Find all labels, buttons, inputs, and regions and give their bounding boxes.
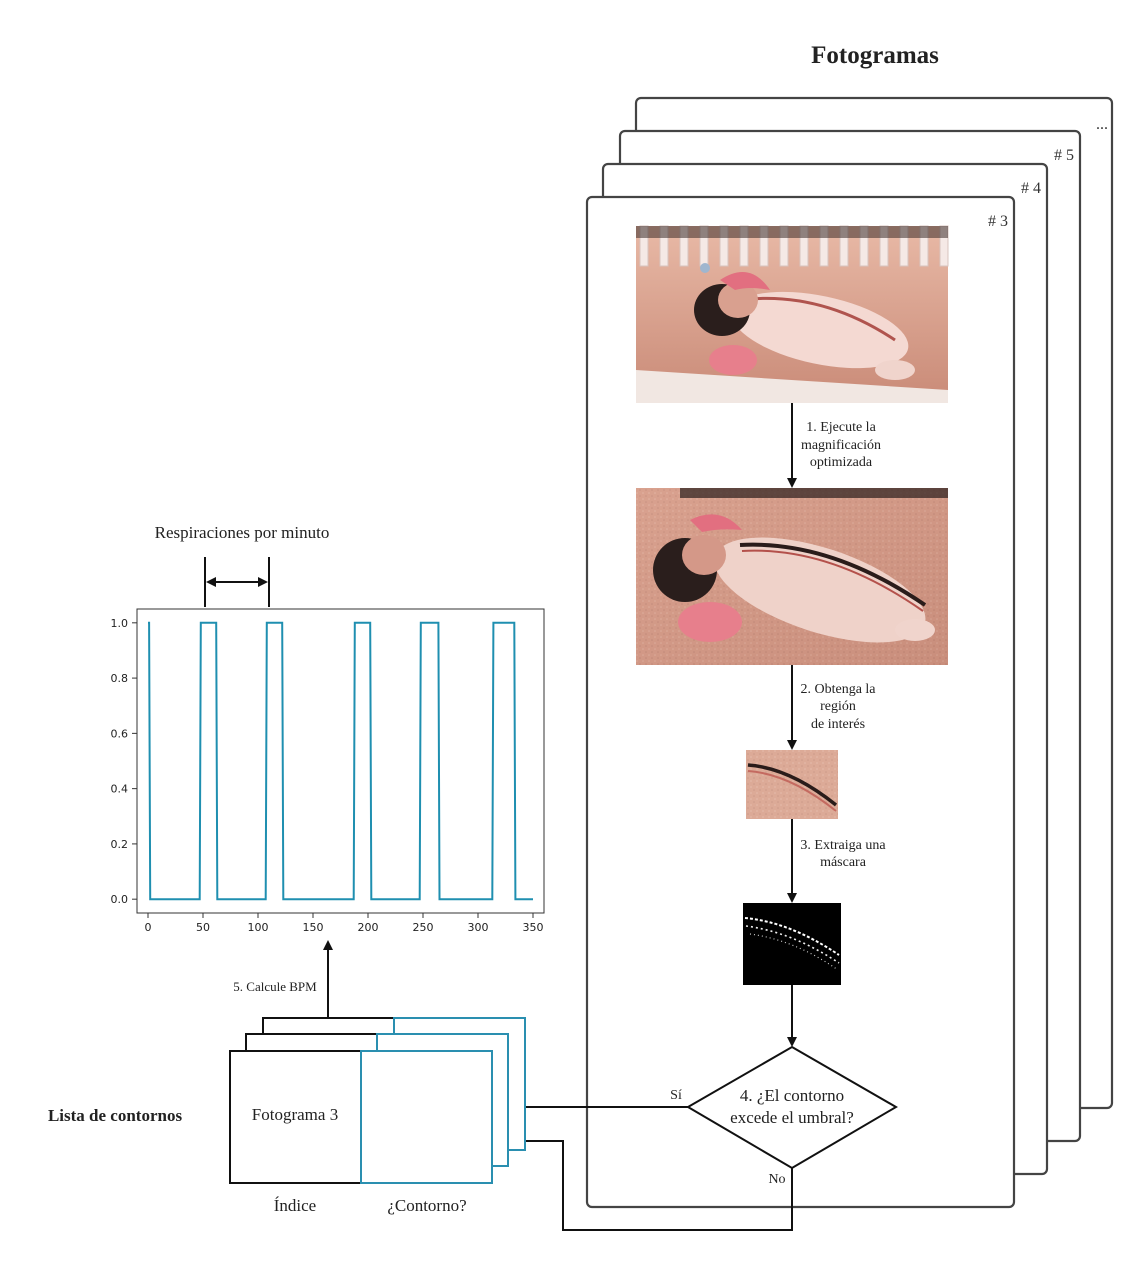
- contour-list-index-cell: [229, 1050, 362, 1184]
- x-tick-label: 0: [145, 921, 152, 934]
- x-tick-label: 200: [358, 921, 379, 934]
- no-label: No: [768, 1172, 785, 1187]
- step2-line3: de interés: [811, 717, 865, 732]
- step5-label: 5. Calcule BPM: [233, 979, 317, 994]
- series-line: [148, 621, 533, 901]
- frame-label-5: # 5: [1054, 147, 1074, 164]
- step3-line1: 3. Extraiga una: [800, 838, 886, 853]
- contour-list-title: Lista de contornos: [48, 1106, 183, 1125]
- x-tick-label: 50: [196, 921, 210, 934]
- baby-photo-original: [636, 225, 949, 403]
- baby-photo-magnified: [636, 488, 948, 665]
- arrow-no: [494, 1136, 793, 1231]
- bpm-chart: Respiraciones por minuto 0 50 100 150 200 250…: [111, 523, 545, 934]
- frame-label-3: # 3: [988, 213, 1008, 230]
- step1-line3: optimizada: [810, 455, 873, 470]
- y-tick-label: 0.4: [111, 783, 129, 796]
- x-tick-label: 350: [523, 921, 544, 934]
- decision-line1: 4. ¿El contorno: [740, 1086, 844, 1105]
- y-tick-label: 1.0: [111, 617, 129, 630]
- x-tick-label: 300: [468, 921, 489, 934]
- column-label-index: Índice: [274, 1196, 316, 1215]
- frame-label-more: ...: [1096, 116, 1108, 133]
- chart-title: Respiraciones por minuto: [155, 523, 330, 542]
- frame-card-3: [585, 195, 1016, 1209]
- column-label-contour: ¿Contorno?: [387, 1196, 466, 1215]
- y-tick-label: 0.2: [111, 838, 129, 851]
- y-tick-label: 0.8: [111, 672, 129, 685]
- y-tick-label: 0.6: [111, 727, 129, 740]
- step3-line2: máscara: [820, 855, 867, 870]
- x-tick-label: 250: [413, 921, 434, 934]
- step2-line1: 2. Obtenga la: [800, 682, 876, 697]
- page-title: Fotogramas: [811, 42, 939, 69]
- binary-mask: [743, 903, 841, 985]
- yes-label: Sí: [670, 1088, 682, 1103]
- contour-list: [229, 1017, 526, 1184]
- contour-list-cell-label: Fotograma 3: [252, 1105, 338, 1124]
- step1-line1: 1. Ejecute la: [806, 420, 876, 435]
- step1-line2: magnificación: [801, 438, 881, 453]
- step2-line2: región: [820, 699, 856, 714]
- x-tick-label: 150: [303, 921, 324, 934]
- y-tick-label: 0.0: [111, 893, 129, 906]
- decision-line2: excede el umbral?: [730, 1108, 854, 1127]
- frame-label-4: # 4: [1021, 180, 1041, 197]
- contour-list-contour-cell: [360, 1050, 493, 1184]
- region-of-interest-crop: [746, 750, 838, 819]
- plot-frame: [136, 608, 545, 914]
- x-tick-label: 100: [248, 921, 269, 934]
